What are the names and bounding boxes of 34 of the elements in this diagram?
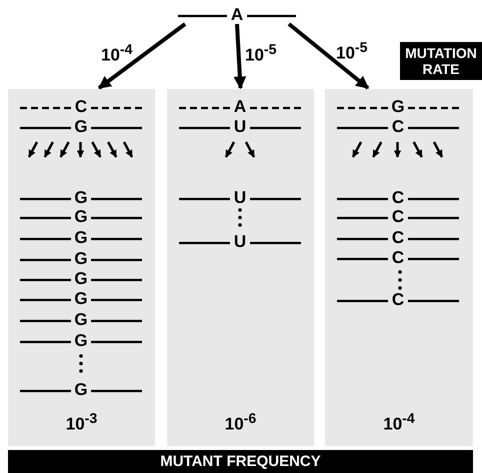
strand: G [20,290,142,308]
strand: C [337,189,459,207]
strand: G [20,381,142,399]
strand: C [337,118,459,136]
strand: C [337,291,459,309]
frequency-label: 10$^{-4}$ [382,411,416,435]
strand: U [179,118,301,136]
template-strand: G [337,98,459,116]
frequency-label: 10$^{-6}$ [224,411,258,435]
frequency-label: 10$^{-3}$ [64,411,98,435]
strand: G [20,208,142,226]
template-strand: C [20,98,142,116]
strand: U [179,189,301,207]
strand: C [337,249,459,267]
template-strand: A [179,98,301,116]
strand: C [337,229,459,247]
strand: G [20,118,142,136]
strand: C [337,208,459,226]
strand: G [20,311,142,329]
strand: A [178,6,296,24]
panel [325,89,473,446]
strand: G [20,189,142,207]
strand: G [20,270,142,288]
arrow [288,22,370,90]
strand: G [20,332,142,350]
strand: G [20,229,142,247]
strand: G [20,250,142,268]
panel [8,89,155,446]
strand: U [179,233,301,251]
header-bar: MUTATION RATE [400,42,482,80]
arrow [98,22,186,90]
arrow [233,24,246,90]
panel [167,89,314,446]
header-bar: MUTANT FREQUENCY [8,450,473,473]
